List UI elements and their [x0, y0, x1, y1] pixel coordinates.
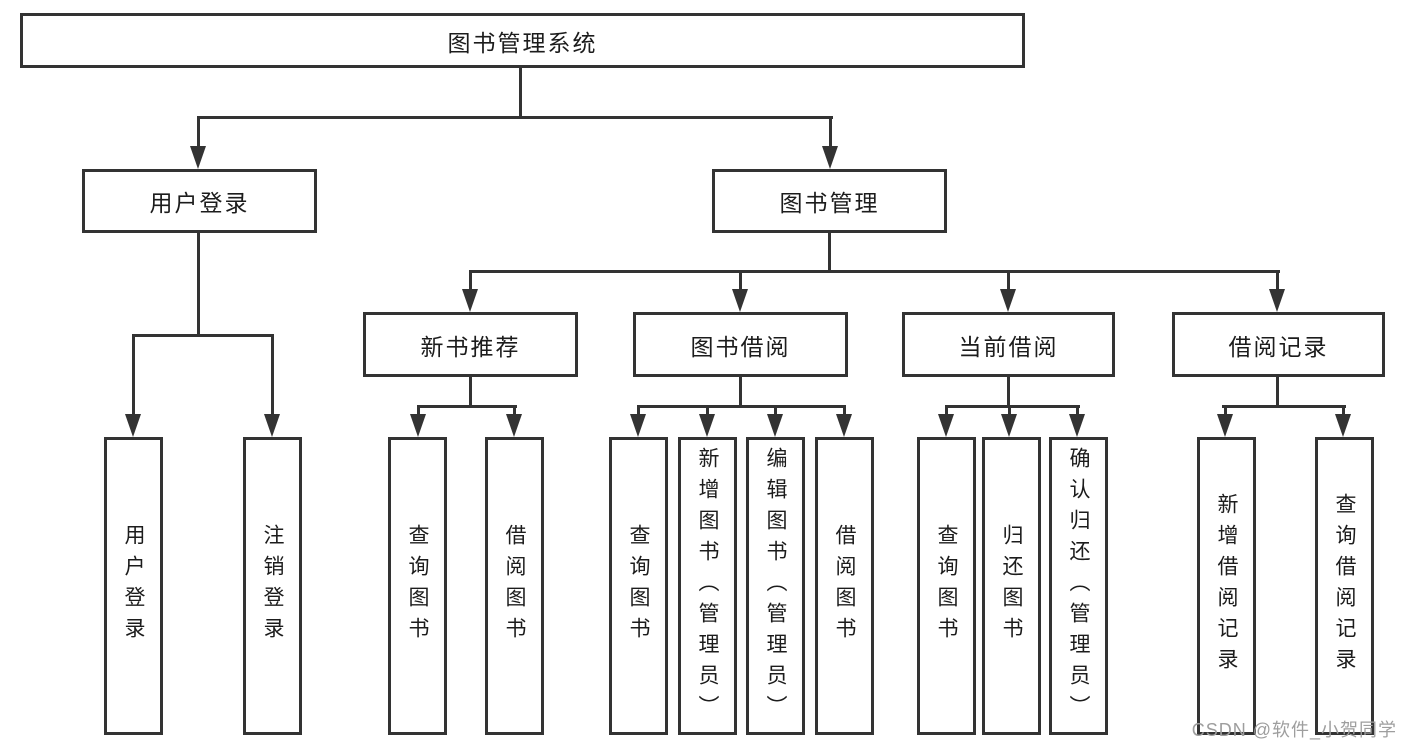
connector-line	[1342, 405, 1345, 417]
arrow-down-icon	[836, 414, 852, 437]
connector-line	[1224, 405, 1227, 417]
connector-line	[829, 116, 832, 148]
connector-line	[739, 270, 742, 291]
connector-line	[197, 233, 200, 337]
node-book-management: 图书管理	[712, 169, 947, 233]
node-new-book-recommend: 新书推荐	[363, 312, 578, 377]
arrow-down-icon	[462, 289, 478, 312]
node-label: 归还图书	[1000, 524, 1023, 648]
arrow-down-icon	[1069, 414, 1085, 437]
arrow-down-icon	[410, 414, 426, 437]
connector-line	[469, 270, 472, 291]
node-root: 图书管理系统	[20, 13, 1025, 68]
leaf-add-book-admin: 新增图书（管理员）	[678, 437, 737, 735]
leaf-query-borrow-record: 查询借阅记录	[1315, 437, 1374, 735]
leaf-return-book: 归还图书	[982, 437, 1041, 735]
node-label: 编辑图书（管理员）	[764, 446, 787, 726]
connector-line	[132, 334, 274, 337]
connector-line	[637, 405, 640, 417]
leaf-query-book: 查询图书	[609, 437, 668, 735]
leaf-confirm-return-admin: 确认归还（管理员）	[1049, 437, 1108, 735]
arrow-down-icon	[767, 414, 783, 437]
connector-line	[1276, 377, 1279, 407]
node-label: 查询图书	[627, 524, 650, 648]
node-label: 确认归还（管理员）	[1067, 446, 1090, 726]
connector-line	[417, 405, 420, 417]
arrow-down-icon	[506, 414, 522, 437]
connector-line	[637, 405, 846, 408]
connector-line	[1276, 270, 1279, 291]
leaf-query-book-current: 查询图书	[917, 437, 976, 735]
connector-line	[197, 116, 833, 119]
connector-line	[1076, 405, 1079, 417]
connector-line	[469, 270, 1280, 273]
arrow-down-icon	[938, 414, 954, 437]
node-label: 注销登录	[261, 524, 284, 648]
connector-line	[774, 405, 777, 417]
watermark: CSDN @软件_小贺同学	[1191, 720, 1397, 740]
connector-line	[197, 116, 200, 148]
node-label: 查询借阅记录	[1333, 493, 1356, 679]
connector-line	[828, 233, 831, 272]
node-user-login: 用户登录	[82, 169, 317, 233]
node-label: 查询图书	[406, 524, 429, 648]
connector-line	[843, 405, 846, 417]
node-label: 当前借阅	[958, 333, 1059, 360]
arrow-down-icon	[1217, 414, 1233, 437]
leaf-logout: 注销登录	[243, 437, 302, 735]
arrow-down-icon	[1000, 289, 1016, 312]
connector-line	[1008, 405, 1011, 417]
connector-line	[945, 405, 948, 417]
node-label: 图书借阅	[690, 333, 791, 360]
node-label: 新增图书（管理员）	[696, 446, 719, 726]
node-current-borrow: 当前借阅	[902, 312, 1115, 377]
node-label: 查询图书	[935, 524, 958, 648]
node-label: 借阅图书	[503, 524, 526, 648]
connector-line	[132, 334, 135, 417]
connector-line	[1222, 405, 1346, 408]
leaf-borrow-book-recommend: 借阅图书	[485, 437, 544, 735]
arrow-down-icon	[699, 414, 715, 437]
connector-line	[706, 405, 709, 417]
arrow-down-icon	[822, 146, 838, 169]
leaf-borrow-book: 借阅图书	[815, 437, 874, 735]
node-label: 借阅记录	[1228, 333, 1329, 360]
node-label: 用户登录	[122, 524, 145, 648]
node-label: 借阅图书	[833, 524, 856, 648]
node-label: 新书推荐	[420, 333, 521, 360]
node-label: 图书管理	[779, 190, 880, 216]
connector-line	[417, 405, 517, 408]
leaf-query-book-recommend: 查询图书	[388, 437, 447, 735]
connector-line	[1007, 377, 1010, 407]
node-book-borrow: 图书借阅	[633, 312, 848, 377]
connector-line	[739, 377, 742, 407]
node-borrow-record: 借阅记录	[1172, 312, 1385, 377]
connector-line	[519, 68, 522, 119]
connector-line	[271, 334, 274, 417]
node-label: 用户登录	[149, 190, 250, 216]
leaf-add-borrow-record: 新增借阅记录	[1197, 437, 1256, 735]
node-label: 图书管理系统	[447, 29, 598, 56]
connector-line	[513, 405, 516, 417]
leaf-user-login: 用户登录	[104, 437, 163, 735]
arrow-down-icon	[732, 289, 748, 312]
arrow-down-icon	[1335, 414, 1351, 437]
connector-line	[1007, 270, 1010, 291]
connector-line	[469, 377, 472, 407]
leaf-edit-book-admin: 编辑图书（管理员）	[746, 437, 805, 735]
arrow-down-icon	[1001, 414, 1017, 437]
node-label: 新增借阅记录	[1215, 493, 1238, 679]
arrow-down-icon	[264, 414, 280, 437]
arrow-down-icon	[125, 414, 141, 437]
arrow-down-icon	[630, 414, 646, 437]
arrow-down-icon	[190, 146, 206, 169]
arrow-down-icon	[1269, 289, 1285, 312]
connector-line	[945, 405, 1080, 408]
